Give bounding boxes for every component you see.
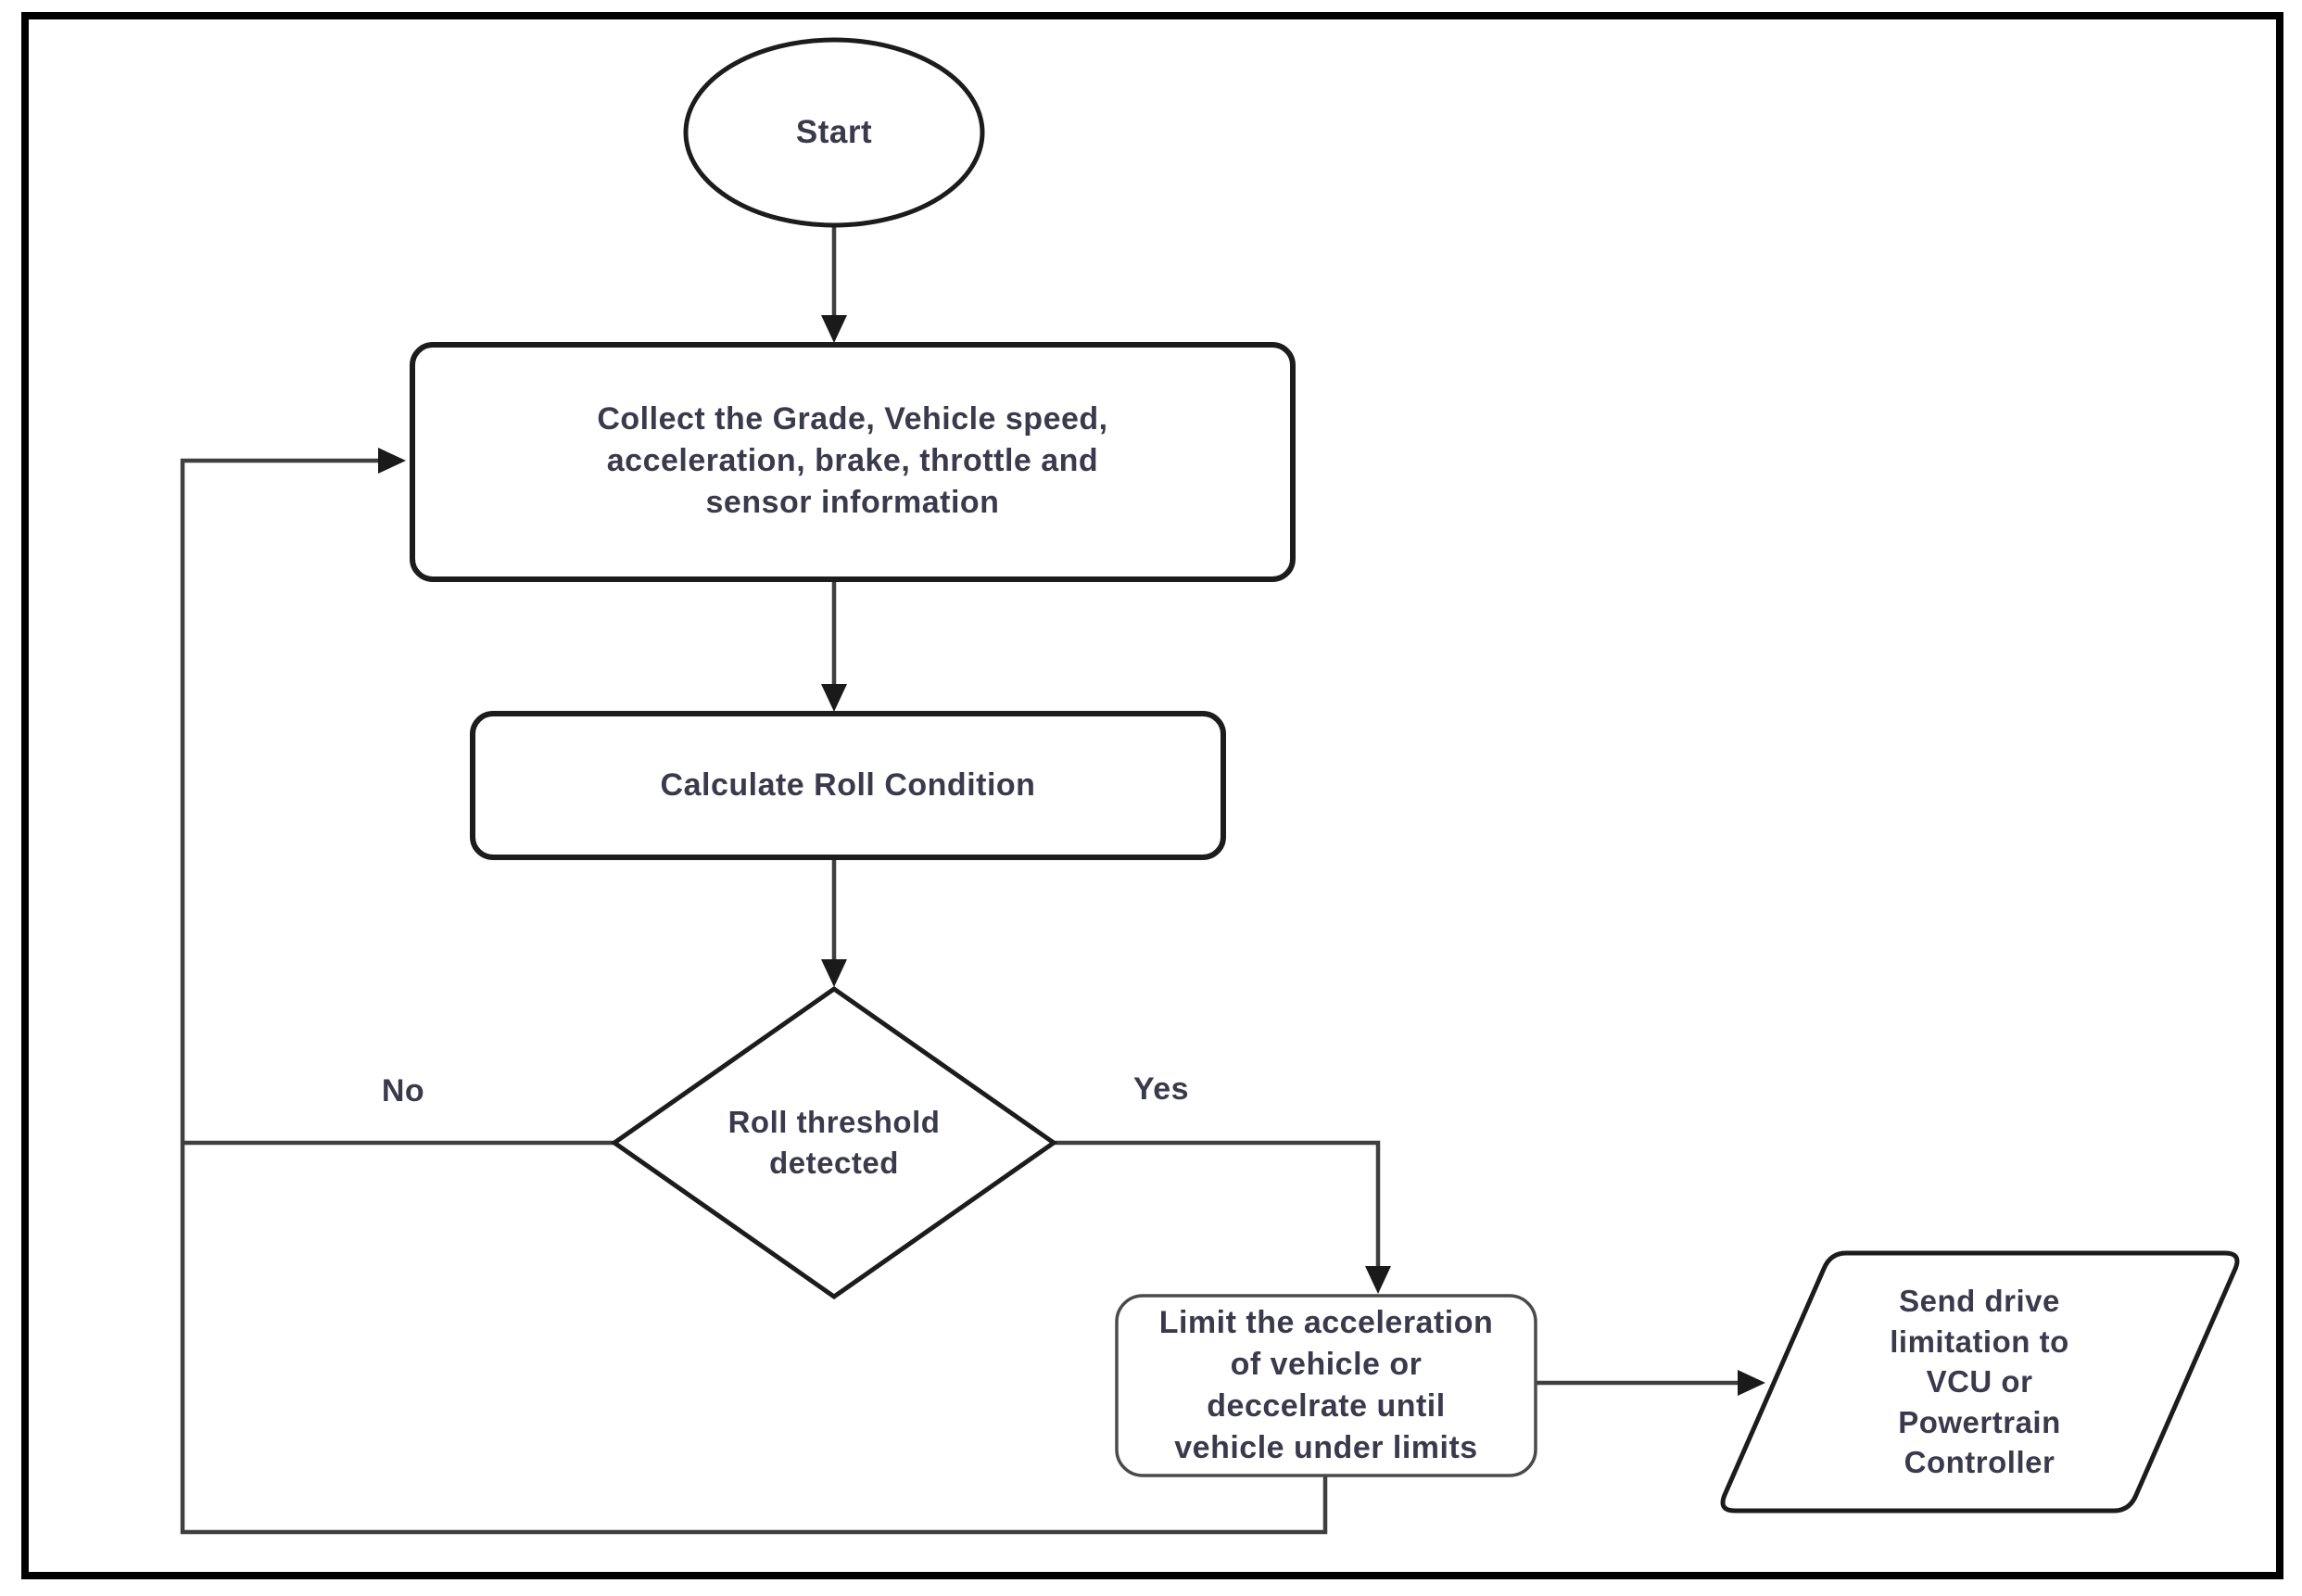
arrowhead-into-limit — [1365, 1266, 1391, 1294]
send-node-label: Send drive limitation to VCU or Powertra… — [1890, 1284, 2069, 1480]
limit-node — [1115, 1294, 1537, 1477]
decision-node-label: Roll threshold detected — [727, 1105, 941, 1180]
collect-node-label: Collect the Grade, Vehicle speed, accele… — [597, 401, 1108, 520]
edge-decision-yes — [1054, 1140, 1381, 1270]
start-node — [683, 37, 985, 228]
edge-loop-back — [180, 458, 1328, 1535]
limit-node-label: Limit the acceleration of vehicle or dec… — [1158, 1305, 1494, 1465]
calculate-node-label: Calculate Roll Condition — [660, 767, 1036, 804]
arrowhead-into-collect-left — [378, 448, 406, 474]
arrowhead-into-decision — [821, 959, 847, 987]
send-node — [1720, 1250, 2240, 1514]
arrowhead-into-calculate — [821, 684, 847, 712]
arrowhead-into-collect-top — [821, 315, 847, 343]
collect-node — [410, 342, 1296, 582]
outer-border — [21, 12, 2283, 1579]
arrowhead-group — [378, 315, 1765, 1396]
yes-branch-label: Yes — [1132, 1071, 1190, 1108]
connector-group — [180, 225, 1741, 1535]
calculate-node — [470, 711, 1226, 860]
no-branch-label: No — [381, 1073, 425, 1109]
start-node-label: Start — [795, 113, 873, 150]
decision-node — [610, 985, 1058, 1300]
arrowhead-into-send — [1738, 1370, 1765, 1396]
